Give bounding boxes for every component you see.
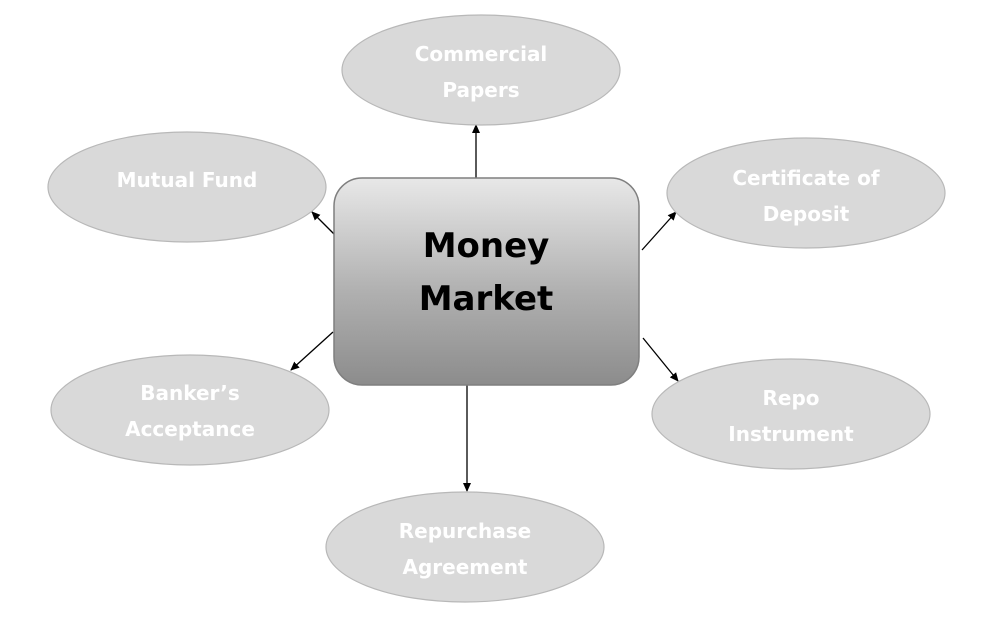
node-label-line: Deposit	[763, 202, 850, 226]
node-ellipse	[325, 491, 605, 603]
node-ellipse	[50, 354, 330, 466]
node-label-line: Agreement	[403, 555, 528, 579]
center-box	[333, 177, 640, 386]
node-label-line: Repurchase	[399, 519, 531, 543]
node-repurchase-agreement: Repurchase Agreement	[325, 491, 605, 603]
node-ellipse	[341, 14, 621, 126]
node-label-line: Certificate of	[732, 166, 880, 190]
node-certificate-of-deposit: Certificate of Deposit	[666, 137, 946, 249]
connectors	[290, 124, 679, 492]
node-ellipse	[47, 131, 327, 243]
center-node-money-market: Money Market	[333, 177, 640, 386]
node-repo-instrument: Repo Instrument	[651, 358, 931, 470]
node-bankers-acceptance: Banker’s Acceptance	[50, 354, 330, 466]
center-label-line: Market	[419, 279, 554, 319]
node-label-line: Papers	[442, 78, 519, 102]
node-ellipse	[666, 137, 946, 249]
node-label-line: Acceptance	[125, 417, 255, 441]
arrow-to-certificate-of-deposit	[641, 211, 677, 251]
center-label-line: Money	[423, 226, 550, 266]
node-label-line: Repo	[762, 386, 819, 410]
node-label-line: Commercial	[415, 42, 548, 66]
node-label-line: Banker’s	[140, 381, 240, 405]
node-ellipse	[651, 358, 931, 470]
node-label-line: Mutual Fund	[117, 168, 258, 192]
node-commercial-papers: Commercial Papers	[341, 14, 621, 126]
arrow-to-mutual-fund	[311, 211, 336, 236]
arrow-to-repo-instrument	[642, 337, 679, 382]
node-mutual-fund: Mutual Fund	[47, 131, 327, 243]
arrow-to-bankers-acceptance	[290, 331, 334, 371]
node-label-line: Instrument	[728, 422, 854, 446]
